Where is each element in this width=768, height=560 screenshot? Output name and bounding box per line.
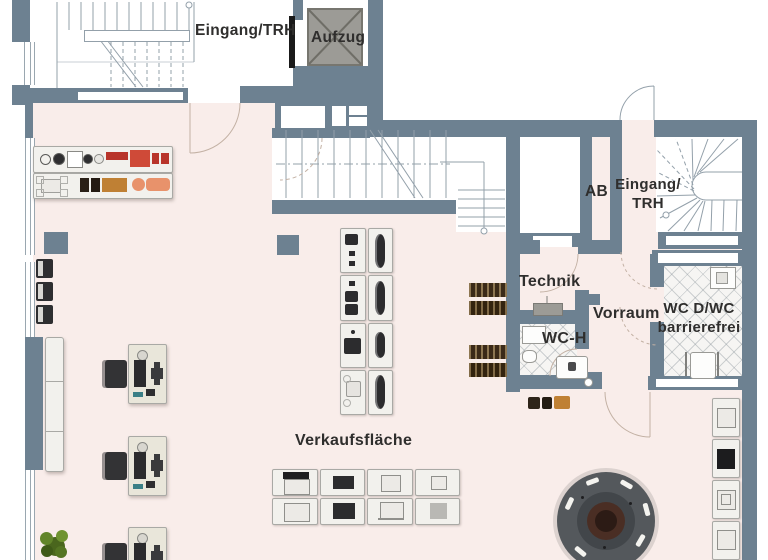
wall-technik-top-b — [578, 240, 622, 254]
desk-workstation-1 — [105, 344, 167, 404]
glazing-hall — [78, 92, 183, 100]
label-sales-area: Verkaufsfläche — [295, 432, 413, 449]
display-unit-bottom — [272, 469, 460, 525]
wall-right-outer — [742, 120, 757, 560]
label-technik: Technik — [519, 273, 581, 290]
plant — [38, 530, 72, 560]
stair-landing — [84, 30, 190, 42]
stool-3 — [36, 305, 53, 324]
stool-1 — [36, 259, 53, 278]
shelf-right-wall — [712, 398, 740, 560]
ab-door-opening — [533, 236, 572, 247]
shelf-brown-2 — [469, 345, 507, 378]
label-vorraum: Vorraum — [593, 305, 660, 322]
window-left-4 — [25, 470, 35, 560]
bench-left-wall — [45, 337, 64, 472]
wall-vorraum-stub — [575, 294, 600, 305]
label-entrance-right: Eingang/ TRH — [610, 175, 686, 213]
niche-2 — [332, 106, 346, 126]
wall-technik-top-a — [506, 240, 540, 254]
wch-sink — [522, 326, 546, 344]
desk-workstation-2 — [105, 436, 167, 496]
mid-stair-landing-zone — [456, 128, 506, 232]
window-left-1 — [24, 42, 35, 85]
label-elevator: Aufzug — [311, 29, 366, 46]
wch-urinal — [522, 350, 537, 363]
wall-top-right-a — [368, 120, 622, 137]
pillar-left — [44, 232, 68, 254]
wcd-bottom-niche — [656, 379, 738, 387]
wall-corridor — [610, 137, 622, 254]
wall-left-top — [12, 0, 30, 42]
mid-stair-zone — [272, 128, 456, 200]
label-ab: AB — [585, 183, 608, 200]
niche-3 — [349, 106, 367, 115]
label-entrance-hall: Eingang/TRH — [195, 22, 296, 39]
pillar-center — [277, 235, 299, 255]
storage-boxes — [528, 396, 570, 409]
label-wc-h: WC-H — [542, 330, 587, 347]
elevator-door — [289, 16, 295, 68]
wall-mid-stair-top — [272, 128, 370, 138]
wall-shaft-left — [293, 0, 303, 20]
round-sofa — [557, 472, 655, 560]
display-unit-center — [340, 228, 393, 415]
wall-ab-right — [580, 137, 592, 247]
exterior-area — [368, 0, 768, 120]
wall-left-pier — [25, 337, 43, 470]
counter-row-1 — [33, 146, 173, 173]
wall-mid-stair-bottom — [272, 200, 456, 214]
room-ab-zone — [520, 137, 580, 233]
counter-row-2 — [33, 173, 173, 199]
wcd-toilet — [690, 352, 716, 379]
label-wc-accessible-line1: WC D/WC — [663, 300, 735, 317]
niche-4 — [349, 117, 367, 126]
desk-workstation-3 — [105, 527, 167, 560]
wall-left-seg3 — [25, 103, 33, 138]
shelf-brown-1 — [469, 283, 507, 316]
wch-toilet-lid — [568, 362, 576, 371]
technik-heater — [533, 303, 563, 316]
niche-band-1-inset — [666, 236, 738, 245]
wall-core-left — [506, 130, 520, 392]
label-entrance-right-line1: Eingang/ — [615, 176, 681, 193]
label-entrance-right-line2: TRH — [632, 195, 664, 212]
stool-2 — [36, 282, 53, 301]
wall-hall-bottom-right — [240, 86, 383, 103]
wall-shaft-right — [368, 0, 383, 122]
label-wc-accessible-line2: barrierefrei — [657, 319, 741, 336]
wall-shaft-bottom — [293, 66, 368, 86]
wall-top-right-b — [654, 120, 742, 137]
niche-band-2-inset — [658, 253, 738, 263]
wcd-sink-bowl — [716, 272, 728, 284]
wch-door-stop — [584, 378, 593, 387]
window-left-3 — [25, 262, 35, 337]
niche-1 — [281, 106, 325, 131]
label-wc-accessible: WC D/WC barrierefrei — [652, 299, 746, 337]
